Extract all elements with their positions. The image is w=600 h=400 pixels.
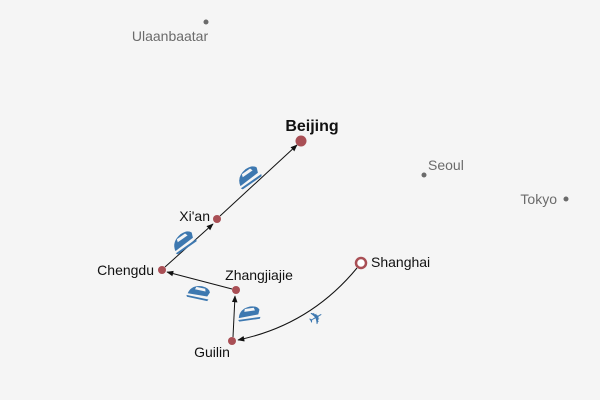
ulaanbaatar-marker [203, 19, 209, 25]
guilin-marker[interactable] [228, 337, 236, 345]
route-guilin-zhangjiajie [231, 295, 238, 338]
shanghai-label: Shanghai [371, 254, 430, 270]
route-xian-beijing [219, 144, 298, 217]
seoul-label: Seoul [428, 157, 464, 173]
plane-icon: ✈ [304, 306, 327, 331]
xian-label: Xi'an [179, 208, 210, 224]
beijing-marker[interactable] [295, 135, 307, 147]
ulaanbaatar-label: Ulaanbaatar [132, 28, 209, 44]
shanghai-marker[interactable] [354, 256, 368, 270]
chengdu-marker[interactable] [158, 266, 166, 274]
chengdu-label: Chengdu [97, 262, 154, 278]
zhangjiajie-marker[interactable] [232, 286, 240, 294]
guilin-label: Guilin [194, 344, 230, 360]
train-icon [236, 305, 261, 322]
tokyo-label: Tokyo [520, 191, 557, 207]
route-zhangjiajie-chengdu [166, 270, 233, 290]
train-icon [233, 163, 263, 191]
beijing-label: Beijing [285, 118, 338, 135]
train-icon [186, 283, 211, 302]
zhangjiajie-label: Zhangjiajie [225, 267, 293, 283]
seoul-marker [421, 172, 427, 178]
route-shanghai-guilin [237, 267, 358, 342]
tokyo-marker [563, 196, 569, 202]
xian-marker[interactable] [213, 215, 221, 223]
